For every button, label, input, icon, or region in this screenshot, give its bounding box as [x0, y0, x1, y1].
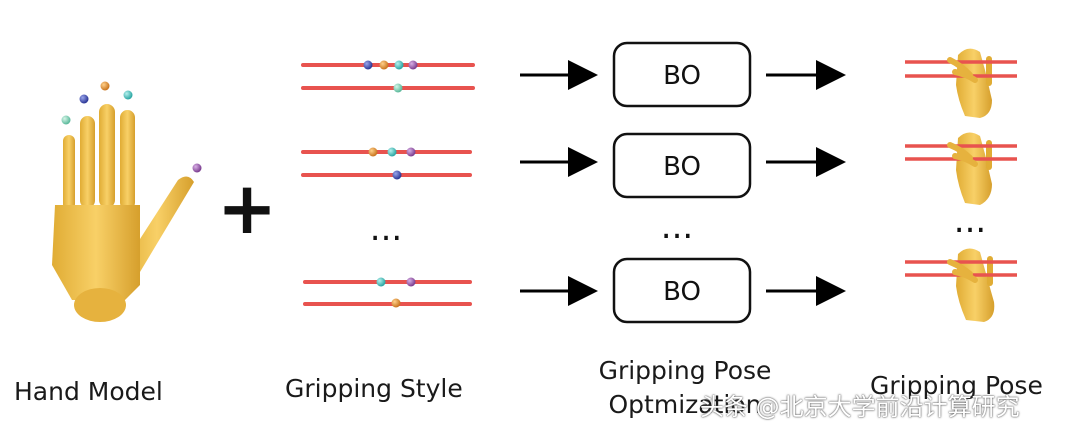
fingertip-ball	[61, 115, 71, 125]
gripping-fingers	[947, 142, 978, 167]
fingertip-ball	[100, 81, 110, 91]
bo-box-2: BO	[612, 132, 752, 199]
contact-point	[406, 147, 416, 157]
contact-point	[379, 60, 389, 70]
fingertip-ball	[79, 94, 89, 104]
middle-finger	[99, 104, 115, 208]
fingertip-ball	[192, 163, 202, 173]
result-grip-1	[905, 48, 1017, 119]
fingertip-ball	[123, 90, 133, 100]
contact-point	[408, 60, 418, 70]
gripping-fingers	[947, 57, 978, 83]
plus-sign: +	[217, 166, 277, 250]
bo-box-3: BO	[612, 257, 752, 324]
watermark: 头条 @北京大学前沿计算研究	[700, 393, 1020, 421]
ring-finger	[80, 116, 95, 208]
bo-ellipsis: ...	[661, 207, 693, 247]
contact-point	[387, 147, 397, 157]
contact-point	[406, 277, 416, 287]
hand-model-label: Hand Model	[14, 377, 163, 406]
wrist	[74, 288, 126, 322]
gripping-hand	[956, 48, 992, 119]
contact-point	[368, 147, 378, 157]
palm	[52, 205, 140, 300]
contact-point	[391, 298, 401, 308]
contact-point	[392, 170, 402, 180]
contact-point	[363, 60, 373, 70]
gripping-style-2	[301, 147, 472, 180]
result-ellipsis: ...	[954, 201, 986, 241]
bo-label: BO	[663, 152, 701, 182]
contact-point	[394, 60, 404, 70]
style-ellipsis: ...	[370, 209, 402, 249]
gripping-style-n	[303, 277, 472, 308]
result-grip-n	[905, 248, 1017, 322]
gripping-style-1	[301, 60, 475, 93]
contact-point	[393, 83, 403, 93]
gripping-style-label: Gripping Style	[285, 374, 463, 403]
hand-model-illustration	[52, 81, 202, 322]
bo-label: BO	[663, 61, 701, 91]
contact-point	[376, 277, 386, 287]
bo-box-1: BO	[612, 41, 752, 108]
optimization-label-line2: Optmization	[608, 390, 762, 419]
gripping-hand	[956, 248, 995, 322]
gripping-fingers	[947, 259, 978, 283]
pinky-finger	[63, 135, 75, 210]
bo-label: BO	[663, 277, 701, 307]
result-label: Gripping Pose	[870, 371, 1043, 400]
optimization-label-line1: Gripping Pose	[598, 356, 772, 385]
index-finger	[120, 110, 135, 210]
result-grip-2	[905, 132, 1017, 205]
